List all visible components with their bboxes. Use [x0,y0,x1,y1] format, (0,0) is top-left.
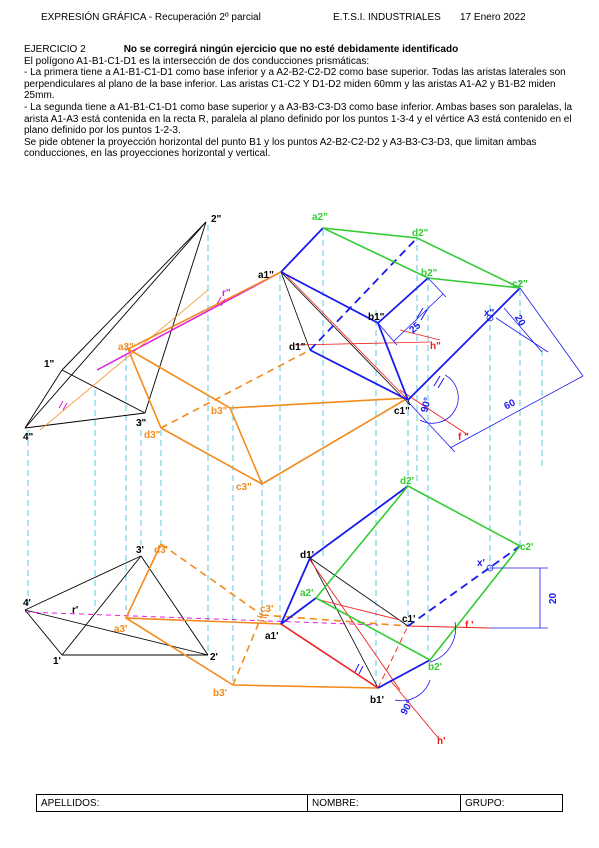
exercise-number: EJERCICIO 2 [24,44,86,55]
header-school: E.T.S.I. INDUSTRIALES [333,12,441,23]
identification-warning: No se corregirá ningún ejercicio que no … [123,44,459,55]
label-1-h: 1' [53,656,61,667]
technical-drawing: 2" 1" 3" 4" r" a1" b1" c1" d1" a2" b2" c… [23,212,584,747]
apellidos-field[interactable]: APELLIDOS: [36,794,308,812]
nombre-field[interactable]: NOMBRE: [307,794,461,812]
label-2-h: 2' [210,652,218,663]
dim-20-h: 20 [548,592,559,604]
label-c3-h: c3' [260,604,274,615]
horizontal-tick-marks [354,663,364,675]
student-identification-table: APELLIDOS: NOMBRE: GRUPO: [36,794,563,812]
dim-20-v: 20 [512,313,527,329]
label-x-h: x' [477,558,485,569]
label-b3-v: b3" [211,406,228,417]
label-c2-v: c2" [512,279,528,290]
label-h-h: h' [437,736,446,747]
label-h-v: h" [430,341,441,352]
statement-line: - La segunda tiene a A1-B1-C1-D1 como ba… [24,101,573,137]
label-f-h: f ' [465,620,474,631]
label-f-v: f " [458,432,469,443]
exercise-statement: EJERCICIO 2 No se corregirá ningún ejerci… [24,44,584,160]
label-d3-h: d3' [154,545,168,556]
label-r-h: r' [72,605,78,616]
dim-90-v: 90° [419,396,434,413]
label-1-v: 1" [44,359,55,370]
label-d2-v: d2" [412,228,429,239]
label-4-v: 4" [23,432,34,443]
label-a2-v: a2" [312,212,328,223]
label-d2-h: d2' [400,476,414,487]
horizontal-reference-triangle [24,555,209,656]
label-c2-h: c2' [520,542,534,553]
exercise-title-row: EJERCICIO 2 No se corregirá ningún ejerci… [24,44,584,56]
vertical-labels: 2" 1" 3" 4" r" a1" b1" c1" d1" a2" b2" c… [23,212,528,493]
header-date: 17 Enero 2022 [460,12,526,23]
label-d3-v: d3" [144,430,161,441]
vertical-orange-prism [126,271,409,485]
label-4-h: 4' [23,598,31,609]
header-course: EXPRESIÓN GRÁFICA - Recuperación 2º parc… [41,12,261,23]
label-2-v: 2" [211,214,222,225]
dim-60: 60 [502,397,517,412]
label-3-v: 3" [136,418,147,429]
label-d1-h: d1' [300,550,314,561]
vertical-orange-aux [39,289,209,431]
horizontal-orange-prism [124,543,409,689]
label-b3-h: b3' [213,688,227,699]
label-a2-h: a2' [300,588,314,599]
label-3-h: 3' [136,545,144,556]
label-c3-v: c3" [236,482,252,493]
vertical-red-lines [282,271,469,436]
horizontal-black-aux [280,557,409,689]
label-b2-v: b2" [421,268,438,279]
vertical-r-line [96,271,282,371]
vertical-x-mark [486,314,494,322]
label-a1-v: a1" [258,270,274,281]
horizontal-green-top [315,484,522,662]
reference-lines [27,225,543,690]
vertical-dimensions [377,277,584,453]
label-a3-v: a3" [118,342,134,353]
vertical-black-aux [280,271,411,406]
statement-line: Se pide obtener la proyección horizontal… [24,136,537,160]
horizontal-orange-ticks [256,615,268,623]
horizontal-labels: 1' 2' 3' 4' r' a1' b1' c1' d1' a2' b2' c… [23,476,559,747]
label-c1-h: c1' [402,614,416,625]
label-a3-h: a3' [114,624,128,635]
horizontal-dimensions [394,567,548,702]
statement-line: - La primera tiene a A1-B1-C1-D1 como ba… [24,67,566,102]
grupo-field[interactable]: GRUPO: [460,794,563,812]
label-d1-v: d1" [289,342,306,353]
horizontal-r-line [24,611,379,626]
label-b2-h: b2' [428,662,442,673]
vertical-tick-marks [416,307,445,389]
horizontal-blue-prism [280,485,521,689]
dim-90-h: 90° [399,698,416,717]
vertical-reference-triangle [24,221,207,429]
label-r-v: r" [222,288,231,299]
label-b1-v: b1" [368,312,385,323]
label-b1-h: b1' [370,695,384,706]
dim-25: 25 [408,320,424,336]
horizontal-red-lines [280,559,491,741]
statement-line: El polígono A1-B1-C1-D1 es la intersecci… [24,55,370,67]
horizontal-x-mark [486,564,494,572]
vertical-magenta-ticks [58,296,226,411]
label-c1-v: c1" [394,406,410,417]
label-x-v: x" [484,308,495,319]
label-a1-h: a1' [265,631,279,642]
